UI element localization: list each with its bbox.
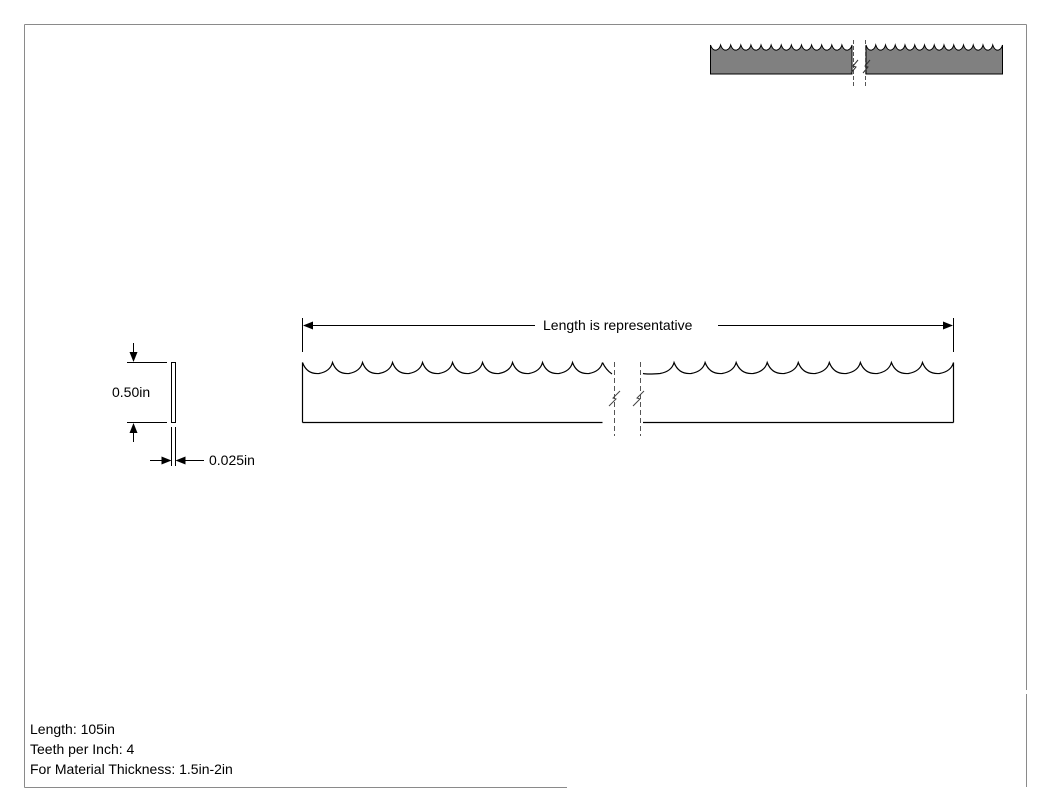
drawing-notes: Length: 105in Teeth per Inch: 4 For Mate… [30, 719, 233, 779]
blade-side-view [127, 343, 204, 466]
note-teeth-per-inch: Teeth per Inch: 4 [30, 741, 135, 757]
blade-front-view [301, 360, 955, 436]
note-length: Length: 105in [30, 721, 115, 737]
height-dimension-label: 0.50in [112, 384, 151, 400]
note-material-thickness: For Material Thickness: 1.5in-2in [30, 761, 233, 777]
length-dimension [302, 318, 954, 352]
blade-thumbnail [710, 40, 1003, 86]
thickness-dimension-label: 0.025in [209, 452, 255, 468]
length-dimension-label: Length is representative [543, 317, 693, 333]
sheet-border [24, 24, 1027, 788]
